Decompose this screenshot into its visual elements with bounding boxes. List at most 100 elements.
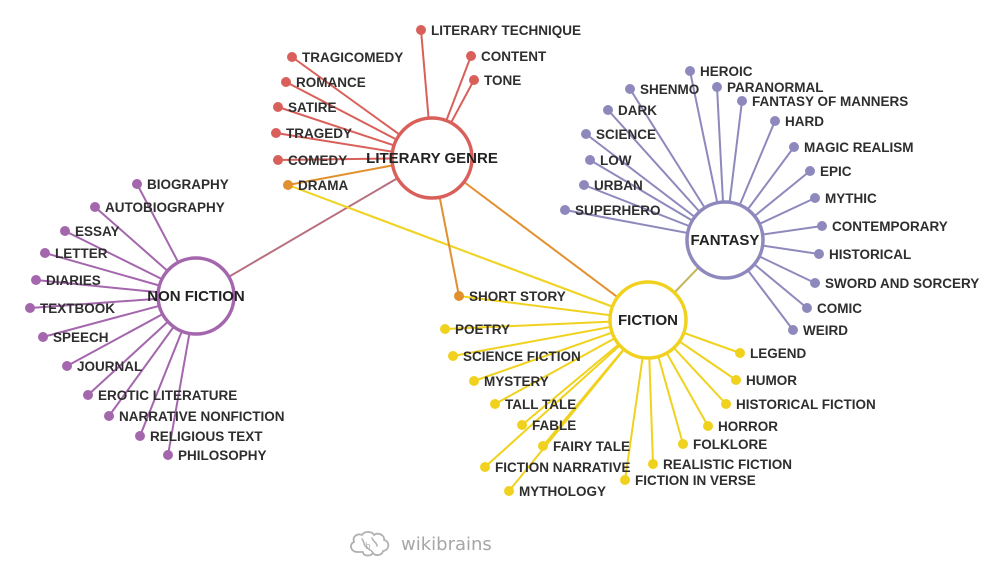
label-tragedy[interactable]: TRAGEDY	[286, 126, 352, 141]
dot-paranormal	[712, 82, 722, 92]
label-realistic-fiction[interactable]: REALISTIC FICTION	[663, 457, 792, 472]
label-fairy-tale[interactable]: FAIRY TALE	[553, 439, 630, 454]
dot-folklore	[678, 439, 688, 449]
dot-narrative-nonfiction	[104, 411, 114, 421]
label-hard[interactable]: HARD	[785, 114, 824, 129]
dot-romance	[281, 77, 291, 87]
label-satire[interactable]: SATIRE	[288, 100, 337, 115]
dot-diaries	[31, 275, 41, 285]
label-sword-and-sorcery[interactable]: SWORD AND SORCERY	[825, 276, 979, 291]
labels-layer: LITERARY TECHNIQUE CONTENT TONE TRAGICOMEDY…	[40, 23, 979, 499]
label-humor[interactable]: HUMOR	[746, 373, 797, 388]
dot-mythic	[810, 193, 820, 203]
label-journal[interactable]: JOURNAL	[77, 359, 142, 374]
label-weird[interactable]: WEIRD	[803, 323, 848, 338]
dot-autobiography	[90, 202, 100, 212]
hub-fantasy[interactable]	[685, 200, 765, 280]
label-fantasy-of-manners[interactable]: FANTASY OF MANNERS	[752, 94, 908, 109]
label-biography[interactable]: BIOGRAPHY	[147, 177, 229, 192]
dot-humor	[731, 375, 741, 385]
hub-label-nonfiction: NON FICTION	[147, 288, 245, 305]
label-fable[interactable]: FABLE	[532, 418, 576, 433]
label-mystery[interactable]: MYSTERY	[484, 374, 549, 389]
link-literary-nonfiction	[195, 157, 433, 297]
dot-urban	[579, 180, 589, 190]
wikibrains-logo[interactable]: b wikibrains	[346, 530, 492, 558]
dot-mythology	[504, 486, 514, 496]
label-science[interactable]: SCIENCE	[596, 127, 656, 142]
label-legend[interactable]: LEGEND	[750, 346, 807, 361]
dot-erotic-literature	[83, 390, 93, 400]
label-content[interactable]: CONTENT	[481, 49, 547, 64]
label-horror[interactable]: HORROR	[718, 419, 778, 434]
dot-fiction-in-verse	[620, 475, 630, 485]
label-textbook[interactable]: TEXTBOOK	[40, 301, 115, 316]
label-comedy[interactable]: COMEDY	[288, 153, 347, 168]
dot-tragicomedy	[287, 52, 297, 62]
label-folklore[interactable]: FOLKLORE	[693, 437, 767, 452]
dot-science-fiction	[448, 351, 458, 361]
dot-horror	[703, 421, 713, 431]
label-religious-text[interactable]: RELIGIOUS TEXT	[150, 429, 263, 444]
label-short-story[interactable]: SHORT STORY	[469, 289, 566, 304]
label-autobiography[interactable]: AUTOBIOGRAPHY	[105, 200, 225, 215]
label-heroic[interactable]: HEROIC	[700, 64, 753, 79]
dot-mystery	[469, 376, 479, 386]
dot-journal	[62, 361, 72, 371]
dot-letter	[40, 248, 50, 258]
dot-textbook	[25, 303, 35, 313]
hub-literary[interactable]	[390, 116, 474, 200]
label-fiction-narrative[interactable]: FICTION NARRATIVE	[495, 460, 631, 475]
label-fiction-in-verse[interactable]: FICTION IN VERSE	[635, 473, 756, 488]
label-drama[interactable]: DRAMA	[298, 178, 348, 193]
label-dark[interactable]: DARK	[618, 103, 657, 118]
dot-realistic-fiction	[648, 459, 658, 469]
label-narrative-nonfiction[interactable]: NARRATIVE NONFICTION	[119, 409, 285, 424]
dot-magic-realism	[789, 142, 799, 152]
label-mythic[interactable]: MYTHIC	[825, 191, 877, 206]
dot-short-story	[454, 291, 464, 301]
label-letter[interactable]: LETTER	[55, 246, 108, 261]
label-mythology[interactable]: MYTHOLOGY	[519, 484, 606, 499]
hub-fiction[interactable]	[608, 280, 688, 360]
label-essay[interactable]: ESSAY	[75, 224, 120, 239]
dot-satire	[273, 102, 283, 112]
dot-fable	[517, 420, 527, 430]
label-magic-realism[interactable]: MAGIC REALISM	[804, 140, 914, 155]
dot-comic	[802, 303, 812, 313]
dot-science	[581, 129, 591, 139]
dot-dark	[603, 105, 613, 115]
label-poetry[interactable]: POETRY	[455, 322, 510, 337]
label-tall-tale[interactable]: TALL TALE	[505, 397, 576, 412]
hub-label-literary: LITERARY GENRE	[366, 150, 498, 167]
label-diaries[interactable]: DIARIES	[46, 273, 101, 288]
label-low[interactable]: LOW	[600, 153, 632, 168]
label-historical-fiction[interactable]: HISTORICAL FICTION	[736, 397, 876, 412]
label-shenmo[interactable]: SHENMO	[640, 82, 699, 97]
label-contemporary[interactable]: CONTEMPORARY	[832, 219, 948, 234]
label-philosophy[interactable]: PHILOSOPHY	[178, 448, 267, 463]
brain-icon: b	[350, 531, 390, 557]
dot-historical	[814, 249, 824, 259]
label-superhero[interactable]: SUPERHERO	[575, 203, 661, 218]
label-comic[interactable]: COMIC	[817, 301, 862, 316]
label-paranormal[interactable]: PARANORMAL	[727, 80, 824, 95]
label-speech[interactable]: SPEECH	[53, 330, 109, 345]
label-historical[interactable]: HISTORICAL	[829, 247, 911, 262]
dot-tall-tale	[490, 399, 500, 409]
dot-religious-text	[135, 431, 145, 441]
label-tone[interactable]: TONE	[484, 73, 521, 88]
label-urban[interactable]: URBAN	[594, 178, 643, 193]
label-erotic-literature[interactable]: EROTIC LITERATURE	[98, 388, 237, 403]
label-epic[interactable]: EPIC	[820, 164, 852, 179]
label-tragicomedy[interactable]: TRAGICOMEDY	[302, 50, 403, 65]
hub-nonfiction[interactable]	[156, 256, 236, 336]
hub-label-fantasy: FANTASY	[691, 232, 760, 249]
hub-label-fiction: FICTION	[618, 312, 678, 329]
dots-layer	[25, 25, 827, 496]
label-science-fiction[interactable]: SCIENCE FICTION	[463, 349, 581, 364]
label-romance[interactable]: ROMANCE	[296, 75, 366, 90]
dot-low	[585, 155, 595, 165]
label-literary-technique[interactable]: LITERARY TECHNIQUE	[431, 23, 581, 38]
